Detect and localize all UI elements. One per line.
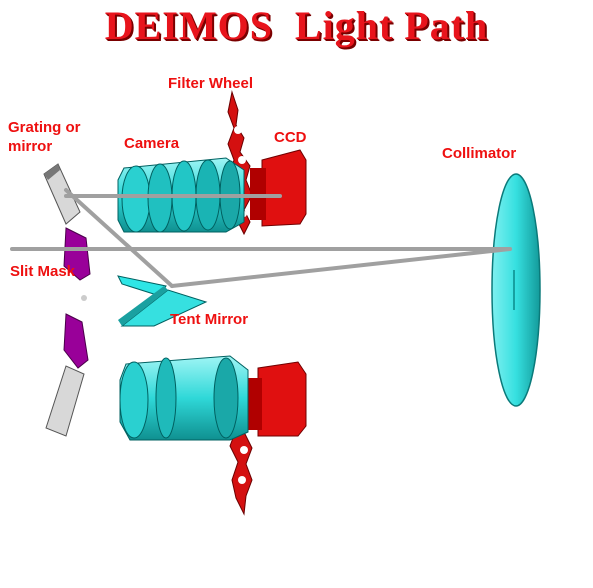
label-grating-or-mirror: Grating or mirror [8,119,81,155]
light-path [10,188,512,288]
grating-lower [45,365,85,437]
label-collimator: Collimator [442,145,517,162]
label-ccd: CCD [274,129,307,146]
tent-mirror [117,275,208,327]
grating-upper [43,163,81,225]
slit-mask [63,227,91,369]
collimator-mirror [491,173,541,407]
camera-upper [117,157,245,233]
label-slit-mask: Slit Mask [10,263,76,280]
label-tent-mirror: Tent Mirror [170,311,249,328]
label-camera: Camera [124,135,180,152]
label-filter-wheel: Filter Wheel [168,75,254,92]
diagram-title: DEIMOS Light Path [104,3,489,48]
ccd-upper [250,149,307,227]
ccd-lower [246,361,307,437]
camera-lower [119,355,249,441]
